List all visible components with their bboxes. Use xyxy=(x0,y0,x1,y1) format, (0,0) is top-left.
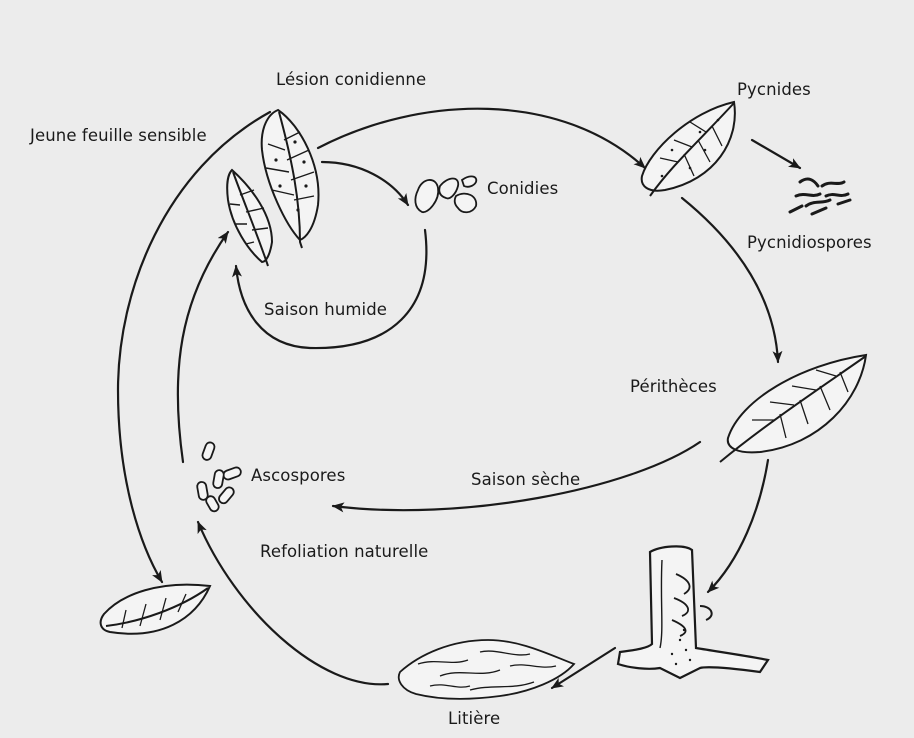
conidies-spores-icon xyxy=(415,176,476,212)
arrow-peritheces-to-trunk xyxy=(708,460,768,592)
fallen-leaf-icon xyxy=(101,585,210,634)
arrow-lesion-to-conidies xyxy=(322,162,408,205)
label-ascospores: Ascospores xyxy=(251,466,345,485)
label-jeune-feuille-sensible: Jeune feuille sensible xyxy=(30,126,207,145)
label-pycnides: Pycnides xyxy=(737,80,811,99)
leaf-litter-icon xyxy=(399,640,574,699)
pycnidiospores-icon xyxy=(790,179,850,214)
young-leaf-icon xyxy=(227,170,272,266)
label-saison-humide: Saison humide xyxy=(264,300,387,319)
label-refoliation-naturelle: Refoliation naturelle xyxy=(260,542,428,561)
pycnides-leaf-icon xyxy=(642,102,735,196)
arrow-outer-to-fallen-leaf xyxy=(118,112,270,582)
label-saison-seche: Saison sèche xyxy=(471,470,580,489)
label-litiere: Litière xyxy=(448,709,500,728)
tree-trunk-icon xyxy=(618,546,768,678)
arrow-pycnides-to-pycnidiospores xyxy=(752,140,800,168)
arrow-lesion-to-pycnides xyxy=(318,109,645,168)
arrow-ascospores-to-young-leaf xyxy=(178,232,228,462)
ascospores-icon xyxy=(196,441,242,513)
label-pycnidiospores: Pycnidiospores xyxy=(747,233,872,252)
label-peritheces: Périthèces xyxy=(630,377,717,396)
arrow-pycnides-to-peritheces xyxy=(682,198,778,362)
peritheces-leaf-icon xyxy=(720,355,866,462)
label-conidies: Conidies xyxy=(487,179,558,198)
label-lesion-conidienne: Lésion conidienne xyxy=(276,70,426,89)
